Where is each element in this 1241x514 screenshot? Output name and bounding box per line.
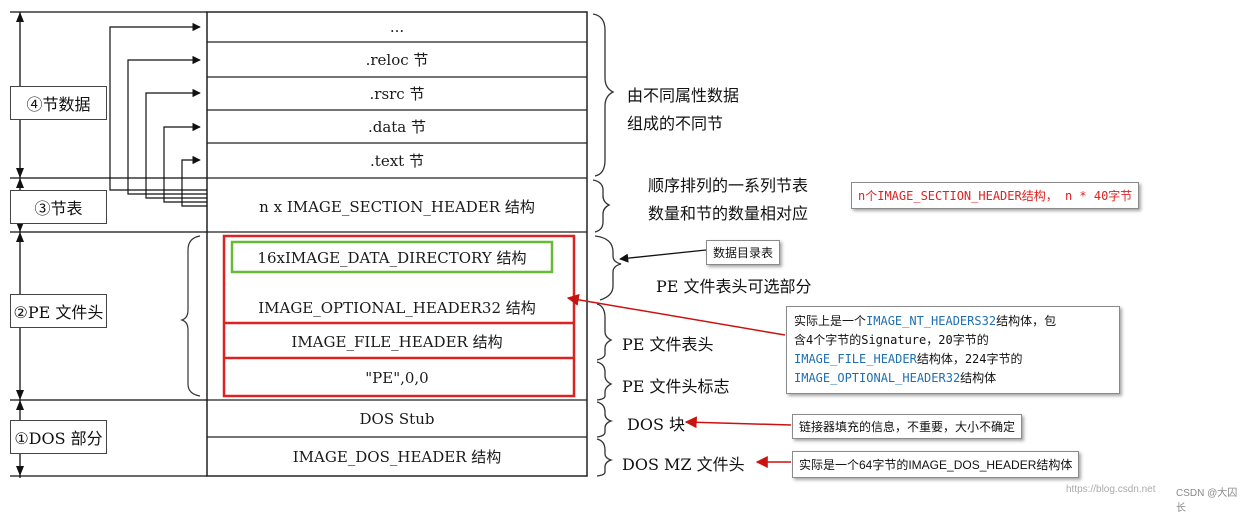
note-section-header-part1: n个 [858, 189, 878, 203]
note-nt-l3b: 结构体，224字节的 [916, 352, 1023, 366]
cell-section-header: n x IMAGE_SECTION_HEADER 结构 [259, 197, 535, 216]
note-nt-line4: IMAGE_OPTIONAL_HEADER32结构体 [794, 369, 1112, 388]
cell-dos-header: IMAGE_DOS_HEADER 结构 [292, 448, 502, 466]
cell-dos-stub: DOS Stub [359, 409, 435, 428]
note-nt-line1: 实际上是一个IMAGE_NT_HEADERS32结构体，包 [794, 312, 1112, 331]
diagram-lines [10, 11, 792, 478]
note-nt-l1c: 结构体，包 [996, 314, 1057, 328]
desc-optional-part: PE 文件表头可选部分 [656, 277, 812, 296]
desc-table-line1: 顺序排列的一系列节表 [648, 176, 809, 195]
desc-dos-block: DOS 块 [627, 415, 685, 434]
label-section-data: ④节数据 [10, 86, 107, 120]
pe-structure-diagram: ... .reloc 节 .rsrc 节 .data 节 .text 节 n x… [10, 11, 1237, 514]
cell-text-section: .text 节 [370, 152, 424, 170]
cell-rsrc-section: .rsrc 节 [369, 85, 425, 103]
label-section-table: ③节表 [10, 190, 107, 224]
watermark-author: CSDN @大囚长 [1176, 488, 1238, 514]
note-nt-l1b: IMAGE_NT_HEADERS32 [866, 314, 997, 328]
note-nt-l3a: IMAGE_FILE_HEADER [794, 352, 917, 366]
desc-dos-mz: DOS MZ 文件头 [622, 455, 745, 474]
desc-sections-line2: 组成的不同节 [627, 114, 724, 133]
note-nt-l1a: 实际上是一个 [794, 314, 867, 328]
note-nt-line2: 含4个字节的Signature，20字节的 [794, 333, 989, 347]
label-dos-part: ①DOS 部分 [10, 420, 107, 454]
note-data-directory: 数据目录表 [706, 240, 781, 265]
nt-headers-highlight [222, 234, 576, 398]
cell-dots: ... [389, 18, 405, 36]
desc-pe-flag: PE 文件头标志 [622, 377, 730, 396]
note-nt-headers: 实际上是一个IMAGE_NT_HEADERS32结构体，包 含4个字节的Sign… [786, 306, 1120, 394]
cell-reloc-section: .reloc 节 [365, 51, 429, 69]
note-nt-l4b: 结构体 [960, 371, 997, 385]
cell-optional-header: IMAGE_OPTIONAL_HEADER32 结构 [258, 298, 536, 317]
watermark-url: https://blog.csdn.net [1066, 484, 1156, 495]
cell-data-directory: 16xIMAGE_DATA_DIRECTORY 结构 [257, 248, 527, 267]
desc-file-header: PE 文件表头 [622, 335, 714, 354]
note-nt-line3: IMAGE_FILE_HEADER结构体，224字节的 [794, 350, 1112, 369]
note-section-header-part2: IMAGE_SECTION_HEADER [877, 189, 1022, 203]
note-dos-header: 实际是一个64字节的IMAGE_DOS_HEADER结构体 [792, 451, 1080, 478]
desc-sections-line1: 由不同属性数据 [627, 86, 740, 105]
structure-frame [206, 11, 588, 477]
note-section-header-part3: 结构， n * 40字节 [1021, 189, 1133, 203]
label-pe-header: ②PE 文件头 [10, 294, 107, 328]
cell-pe-signature: "PE",0,0 [365, 369, 429, 387]
cell-file-header: IMAGE_FILE_HEADER 结构 [291, 333, 503, 351]
note-nt-l4a: IMAGE_OPTIONAL_HEADER32 [794, 371, 961, 385]
desc-table-line2: 数量和节的数量相对应 [648, 204, 809, 223]
cell-data-section: .data 节 [367, 118, 427, 136]
note-dos-stub: 链接器填充的信息，不重要，大小不确定 [792, 414, 1023, 439]
note-section-header-size: n个IMAGE_SECTION_HEADER结构， n * 40字节 [851, 182, 1140, 209]
data-directory-highlight [230, 240, 554, 274]
